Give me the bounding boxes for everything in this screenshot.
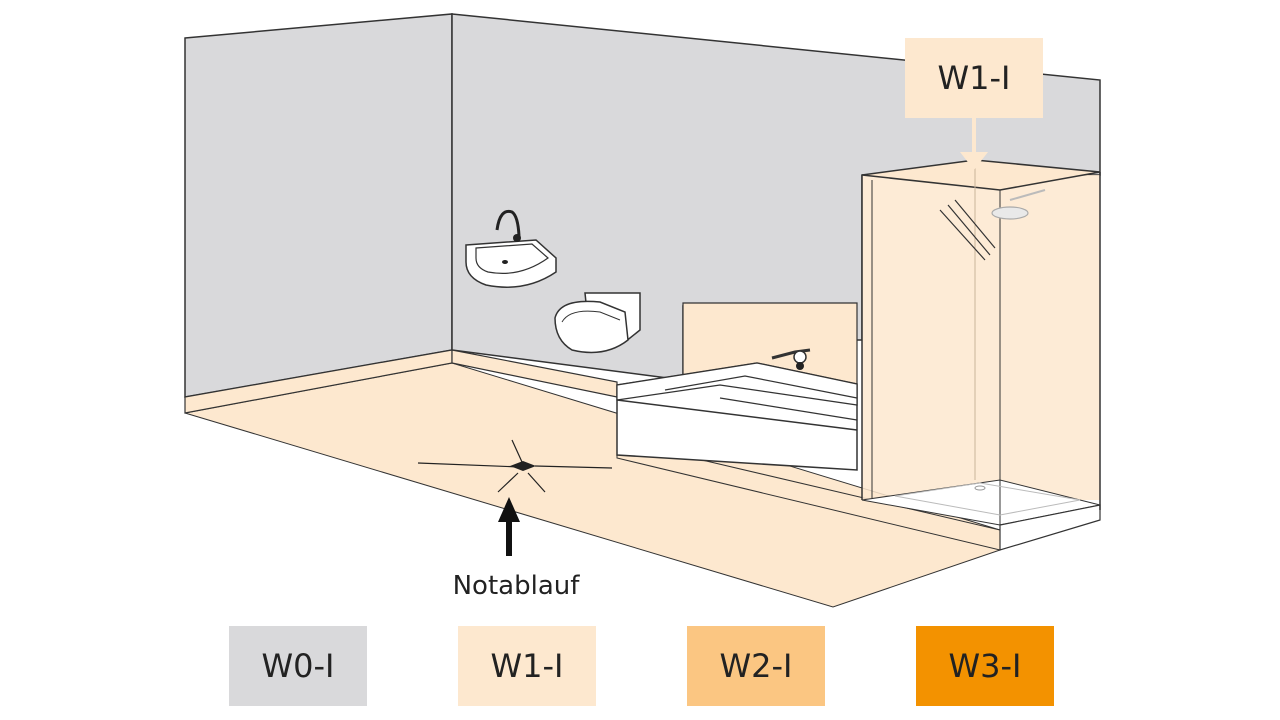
legend-label-w2: W2-I (719, 647, 793, 685)
callout-label: W1-I (938, 59, 1011, 97)
callout-arrow (960, 152, 988, 170)
legend-item-w2: W2-I (687, 626, 825, 706)
legend-label-w3: W3-I (948, 647, 1022, 685)
left-wall (184, 13, 453, 398)
callout-box (905, 38, 1043, 118)
faucet-icon (771, 348, 811, 370)
arrow-up-icon (498, 497, 520, 556)
legend-label-w0: W0-I (261, 647, 335, 685)
legend-item-w3: W3-I (916, 626, 1054, 706)
floor-drain-icon (417, 439, 613, 493)
legend-item-w0: W0-I (229, 626, 367, 706)
legend-item-w1: W1-I (458, 626, 596, 706)
legend-label-w1: W1-I (490, 647, 564, 685)
sink-icon (465, 209, 557, 288)
bathtub (616, 362, 858, 471)
drain-label: Notablauf (453, 571, 581, 601)
shower-cubicle (861, 159, 1101, 551)
toilet-icon (554, 292, 641, 354)
shower-head-icon (991, 189, 1046, 220)
